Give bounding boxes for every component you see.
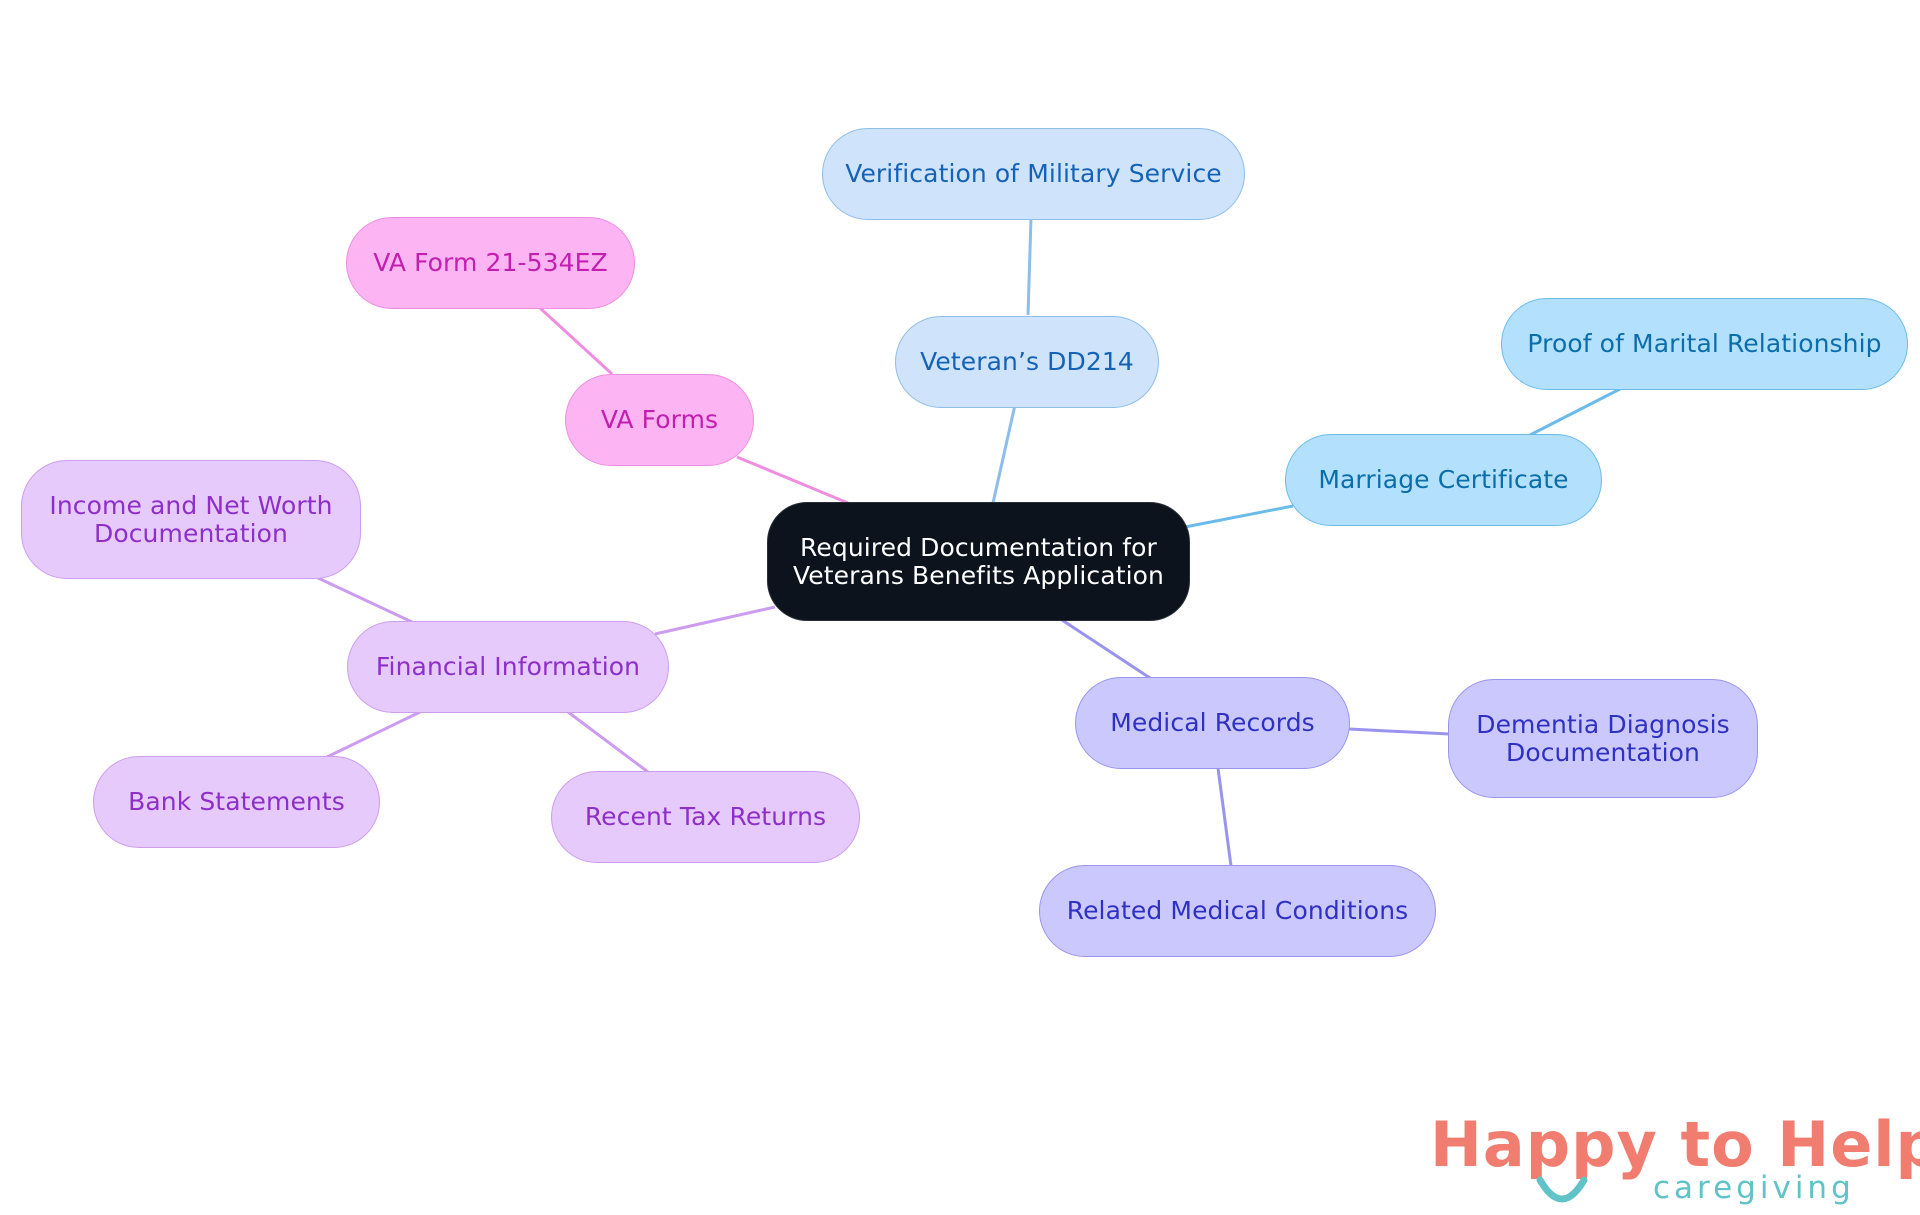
marital-proof-label: Proof of Marital Relationship xyxy=(1527,329,1882,358)
marriage-certificate-node: Marriage Certificate xyxy=(1285,434,1602,526)
medical-records-node: Medical Records xyxy=(1075,677,1350,769)
edge-center-marriage xyxy=(1179,504,1294,530)
military-service-label: Verification of Military Service xyxy=(845,159,1222,188)
medical-records-label: Medical Records xyxy=(1110,708,1315,737)
edge-medical-dementia xyxy=(1348,727,1450,736)
income-net-worth-label: Income and Net Worth Documentation xyxy=(49,490,333,548)
va-form-21-534ez-label: VA Form 21-534EZ xyxy=(373,248,608,277)
edge-financial-tax xyxy=(567,710,649,774)
tax-returns-label: Recent Tax Returns xyxy=(584,802,827,831)
related-conditions-node: Related Medical Conditions xyxy=(1039,865,1436,957)
va-form-21-534ez-node: VA Form 21-534EZ xyxy=(346,217,635,309)
central-topic-label: Required Documentation for Veterans Bene… xyxy=(792,532,1164,590)
edge-financial-income xyxy=(317,576,413,624)
central-topic-node: Required Documentation for Veterans Bene… xyxy=(767,502,1190,621)
income-net-worth-node: Income and Net Worth Documentation xyxy=(21,460,361,579)
dd214-node: Veteran’s DD214 xyxy=(895,316,1159,408)
va-forms-label: VA Forms xyxy=(600,405,719,434)
edge-medical-related-conditions xyxy=(1216,767,1233,867)
edge-dd214-military-service xyxy=(1026,217,1033,316)
dd214-label: Veteran’s DD214 xyxy=(920,347,1134,376)
dementia-diagnosis-label: Dementia Diagnosis Documentation xyxy=(1476,709,1730,767)
marriage-certificate-label: Marriage Certificate xyxy=(1318,465,1569,494)
edge-marriage-marital-proof xyxy=(1529,387,1621,437)
bank-statements-node: Bank Statements xyxy=(93,756,380,848)
marital-proof-node: Proof of Marital Relationship xyxy=(1501,298,1908,390)
edge-center-medical xyxy=(1061,618,1151,680)
edge-va-forms-form xyxy=(538,306,614,376)
edge-center-financial xyxy=(654,605,776,636)
logo-tagline: caregiving xyxy=(1653,1170,1855,1206)
tax-returns-node: Recent Tax Returns xyxy=(551,771,860,863)
military-service-node: Verification of Military Service xyxy=(822,128,1245,220)
bank-statements-label: Bank Statements xyxy=(128,787,345,816)
va-forms-node: VA Forms xyxy=(565,374,754,466)
related-conditions-label: Related Medical Conditions xyxy=(1066,896,1409,925)
dementia-diagnosis-node: Dementia Diagnosis Documentation xyxy=(1448,679,1758,798)
logo-title: Happy to Help xyxy=(1430,1108,1920,1181)
smile-icon xyxy=(1536,1176,1588,1203)
edge-financial-bank xyxy=(326,710,421,759)
financial-information-node: Financial Information xyxy=(347,621,669,713)
financial-information-label: Financial Information xyxy=(375,652,641,681)
edge-center-dd214 xyxy=(991,404,1017,504)
edge-center-va-forms xyxy=(736,455,849,505)
happy-to-help-logo: Happy to Help caregiving xyxy=(1420,1108,1920,1208)
